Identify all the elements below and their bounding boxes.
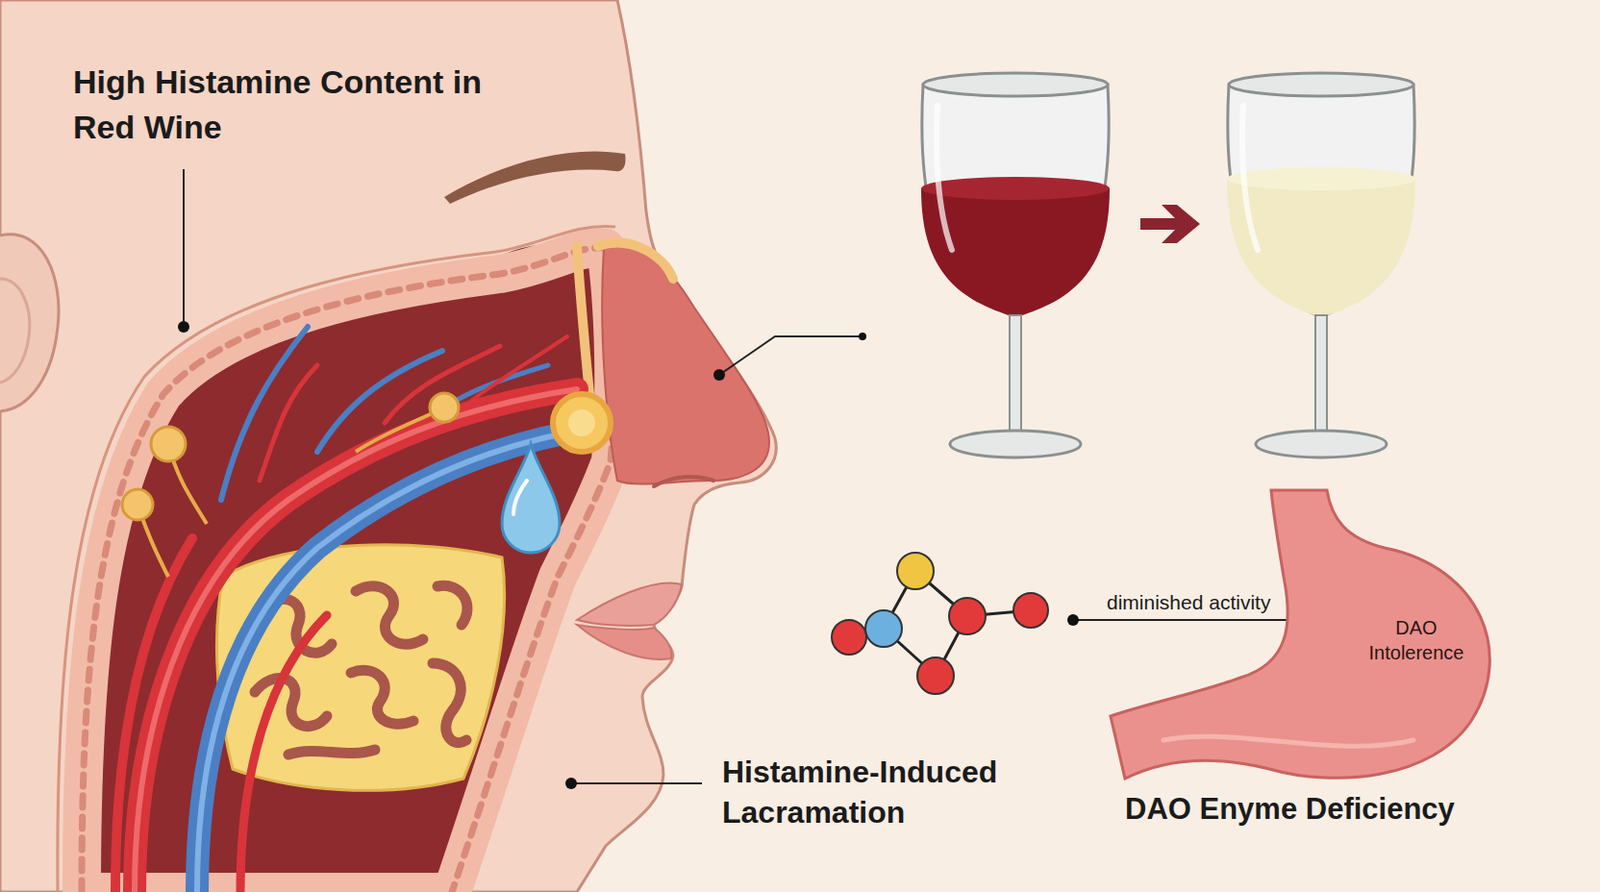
tear-gland-part [552, 394, 611, 452]
histamine-molecule-part [1013, 593, 1049, 628]
red-wine-glass-part [936, 105, 952, 250]
leader-lines-part [858, 332, 867, 341]
nose-interior-part [601, 246, 770, 485]
white-wine-glass [1226, 73, 1416, 458]
blood-vessels-part-part [197, 427, 597, 892]
lips [576, 582, 682, 659]
histamine-molecule-part [949, 598, 986, 635]
blood-vessels-part-part [197, 427, 597, 892]
nose-interior [576, 243, 770, 487]
leader-lines [177, 169, 1316, 790]
lips-part [576, 582, 682, 625]
histamine-molecule-part [897, 552, 934, 590]
leader-lines-part [565, 777, 577, 790]
histamine-molecule [831, 552, 1049, 695]
blood-vessels-part [115, 326, 597, 892]
nasal-cavity-part [81, 248, 614, 892]
ear-part [0, 278, 30, 383]
stomach-shape: DAO IntolerenceDAO Enyme Deficiency [1096, 480, 1510, 847]
tissue-area-part-part [432, 663, 467, 744]
red-wine-glass-part [950, 430, 1081, 458]
blood-vessels-part-part [240, 615, 327, 892]
white-wine-glass-part [1226, 167, 1416, 191]
red-wine-glass-part [921, 188, 1110, 318]
leader-lines-part [719, 336, 863, 375]
leader-lines-part [1073, 620, 1316, 650]
nerve-endings-part [150, 426, 186, 462]
tear-drop-part [513, 480, 527, 515]
nose-interior-part [598, 243, 674, 279]
nasal-cavity-part [81, 248, 614, 892]
eyebrow-part [444, 150, 626, 204]
direction-arrow [1140, 204, 1200, 244]
nose-interior-part [653, 476, 714, 487]
tissue-area-part-part [288, 750, 375, 755]
tissue-area [216, 545, 504, 791]
tear-gland-part [568, 409, 596, 437]
white-wine-glass-part [1227, 84, 1416, 318]
white-wine-glass-part [1242, 105, 1258, 250]
nerve-endings-part [429, 393, 459, 423]
leader-lines-part [1067, 614, 1079, 626]
annotation-label: Histamine-Induced Lacramation [722, 751, 1050, 833]
ear-part [0, 234, 59, 412]
leader-lines-part [571, 782, 702, 785]
nerve-endings-part [122, 489, 153, 521]
tissue-area-part-part [437, 585, 468, 625]
stomach-highlight [1163, 736, 1414, 747]
blood-vessels-part-part [221, 326, 308, 500]
node-heading: DAO Enyme Deficiency [1125, 790, 1510, 829]
direction-arrow-part [1140, 204, 1200, 244]
blood-vessels-part-part [259, 365, 318, 481]
leader-lines-part [713, 369, 725, 381]
face-skin [0, 0, 776, 892]
tissue-area-part-part [355, 586, 424, 645]
histamine-molecule-part [831, 620, 867, 655]
red-wine-glass-part [922, 84, 1110, 318]
blood-vessels [115, 326, 597, 892]
eyebrow [444, 150, 626, 204]
tear-gland [552, 394, 611, 452]
histamine-molecule-part [917, 657, 954, 695]
annotation-label: High Histamine Content in Red Wine [73, 59, 516, 150]
white-wine-glass-part [1255, 430, 1387, 458]
red-wine-glass [921, 73, 1110, 458]
white-wine-glass-part [1228, 73, 1414, 97]
white-wine-glass-part [1315, 315, 1327, 439]
red-wine-glass-part [1009, 315, 1022, 439]
nasal-cavity [57, 226, 616, 892]
nerve-endings [122, 393, 459, 577]
nasal-cavity-part [57, 226, 616, 892]
tissue-area-part [216, 545, 504, 791]
tear-drop-part [501, 444, 560, 553]
lips-part [576, 625, 672, 660]
red-wine-glass-part [921, 176, 1110, 200]
leader-lines-part [182, 169, 185, 327]
tissue-area-part-part [350, 670, 414, 725]
leader-lines-part [177, 321, 190, 333]
red-wine-glass-part [923, 73, 1108, 97]
face-skin-part [0, 0, 776, 892]
tear-drop [501, 444, 560, 553]
histamine-molecule-part [865, 610, 902, 648]
stomach-body [1110, 490, 1490, 779]
ear [0, 234, 59, 412]
node-label: DAO Intolerence [1349, 615, 1484, 666]
